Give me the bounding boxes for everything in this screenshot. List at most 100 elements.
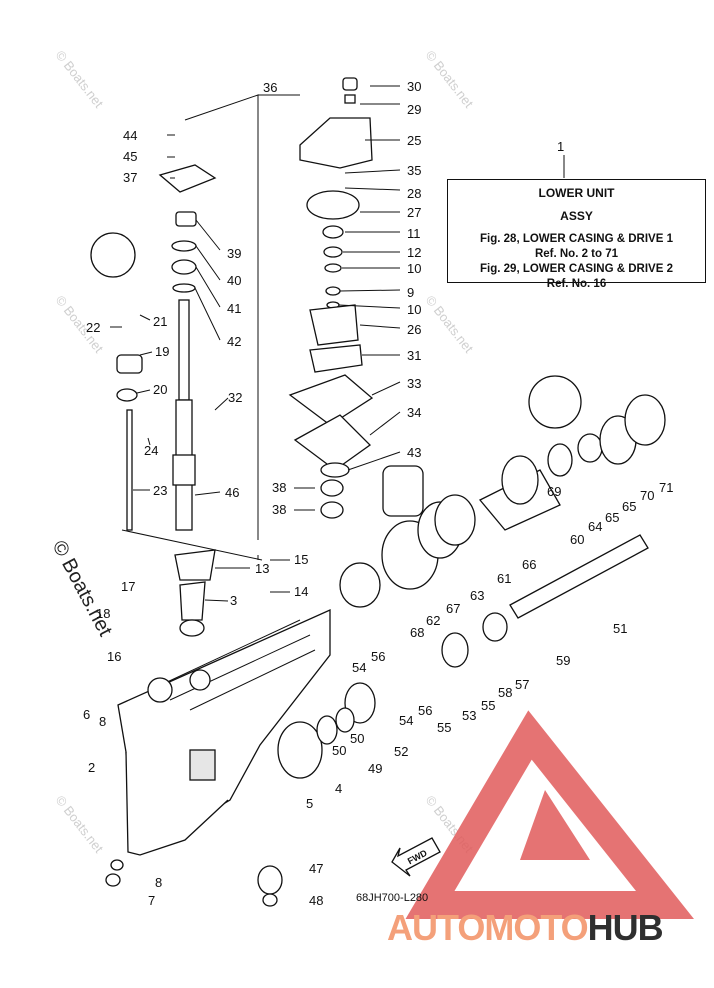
callout-35: 35 [407, 163, 421, 178]
callout-49: 49 [368, 761, 382, 776]
callout-50a: 50 [332, 743, 346, 758]
callout-44: 44 [123, 128, 137, 143]
callout-10b: 10 [407, 302, 421, 317]
callout-39: 39 [227, 246, 241, 261]
callout-5: 5 [306, 796, 313, 811]
shaft-housing-parts [116, 164, 217, 637]
callout-14: 14 [294, 584, 308, 599]
title-line4: Ref. No. 2 to 71 [534, 248, 619, 260]
watermark: © Boats.net [53, 793, 107, 856]
callout-68: 68 [410, 625, 424, 640]
callout-71: 71 [659, 480, 673, 495]
inset-box [382, 465, 424, 517]
callout-32: 32 [228, 390, 242, 405]
title-line2: ASSY [560, 209, 593, 223]
callout-33: 33 [407, 376, 421, 391]
callout-63: 63 [470, 588, 484, 603]
callout-29: 29 [407, 102, 421, 117]
callout-62: 62 [426, 613, 440, 628]
callout-43: 43 [407, 445, 421, 460]
callout-38b: 38 [272, 502, 286, 517]
diagram-code: 68JH700-L280 [356, 892, 429, 904]
lower-casing [117, 608, 331, 856]
callout-25: 25 [407, 133, 421, 148]
title-line6: Ref. No. 16 [546, 278, 607, 290]
callout-26: 26 [407, 322, 421, 337]
callout-11: 11 [407, 226, 421, 241]
callout-55a: 55 [481, 698, 495, 713]
title-line1: LOWER UNIT [538, 186, 615, 200]
callout-52: 52 [394, 744, 408, 759]
callout-12: 12 [407, 245, 421, 260]
callout-57: 57 [515, 677, 529, 692]
callout-59: 59 [556, 653, 570, 668]
callout-21: 21 [153, 314, 167, 329]
callout-64: 64 [588, 519, 602, 534]
callout-27: 27 [407, 205, 421, 220]
callout-9: 9 [407, 285, 414, 300]
callout-65a: 65 [622, 499, 636, 514]
callout-16: 16 [107, 649, 121, 664]
callout-58: 58 [498, 685, 512, 700]
callout-56b: 56 [418, 703, 432, 718]
inset-circle [90, 232, 136, 278]
callout-6: 6 [83, 707, 90, 722]
title-line5: Fig. 29, LOWER CASING & DRIVE 2 [480, 263, 673, 275]
leader-lines [110, 85, 565, 602]
callout-70: 70 [640, 488, 654, 503]
callout-53: 53 [462, 708, 476, 723]
callout-60: 60 [570, 532, 584, 547]
callout-54b: 54 [399, 713, 413, 728]
callout-65b: 65 [605, 510, 619, 525]
callout-10: 10 [407, 261, 421, 276]
watermark: © Boats.net [423, 48, 477, 111]
watermark: © Boats.net [423, 293, 477, 356]
title-line3: Fig. 28, LOWER CASING & DRIVE 1 [480, 233, 673, 245]
callout-17: 17 [121, 579, 135, 594]
propeller-shaft-assembly [105, 394, 666, 907]
callout-37: 37 [123, 170, 137, 185]
callout-36: 36 [263, 80, 277, 95]
brand-logo-icon [405, 710, 694, 919]
drive-shaft [172, 299, 196, 531]
callout-30: 30 [407, 79, 421, 94]
callout-38a: 38 [272, 480, 286, 495]
callout-7: 7 [148, 893, 155, 908]
brand-part2: HUB [587, 907, 664, 948]
callout-51: 51 [613, 621, 627, 636]
callout-67: 67 [446, 601, 460, 616]
brand-logo: AUTOMOTOHUB [387, 907, 664, 949]
fwd-arrow [391, 837, 441, 877]
callout-56a: 56 [371, 649, 385, 664]
callout-41: 41 [227, 301, 241, 316]
callout-2: 2 [88, 760, 95, 775]
callout-24: 24 [144, 443, 158, 458]
callout-46: 46 [225, 485, 239, 500]
callout-15: 15 [294, 552, 308, 567]
callout-22: 22 [86, 320, 100, 335]
callout-31: 31 [407, 348, 421, 363]
callout-18: 18 [96, 606, 110, 621]
callout-20: 20 [153, 382, 167, 397]
watermark: © Boats.net [53, 48, 107, 111]
callout-40: 40 [227, 273, 241, 288]
callout-13: 13 [255, 561, 269, 576]
callout-45: 45 [123, 149, 137, 164]
callout-28: 28 [407, 186, 421, 201]
callout-19: 19 [155, 344, 169, 359]
callout-48: 48 [309, 893, 323, 908]
callout-3: 3 [230, 593, 237, 608]
callout-23: 23 [153, 483, 167, 498]
callout-55b: 55 [437, 720, 451, 735]
callout-47: 47 [309, 861, 323, 876]
title-box: LOWER UNIT ASSY Fig. 28, LOWER CASING & … [447, 179, 706, 290]
callout-69: 69 [547, 484, 561, 499]
callout-1: 1 [557, 139, 564, 154]
callout-8b: 8 [155, 875, 162, 890]
callout-54a: 54 [352, 660, 366, 675]
callout-42: 42 [227, 334, 241, 349]
callout-50b: 50 [350, 731, 364, 746]
callout-61: 61 [497, 571, 511, 586]
callout-66: 66 [522, 557, 536, 572]
